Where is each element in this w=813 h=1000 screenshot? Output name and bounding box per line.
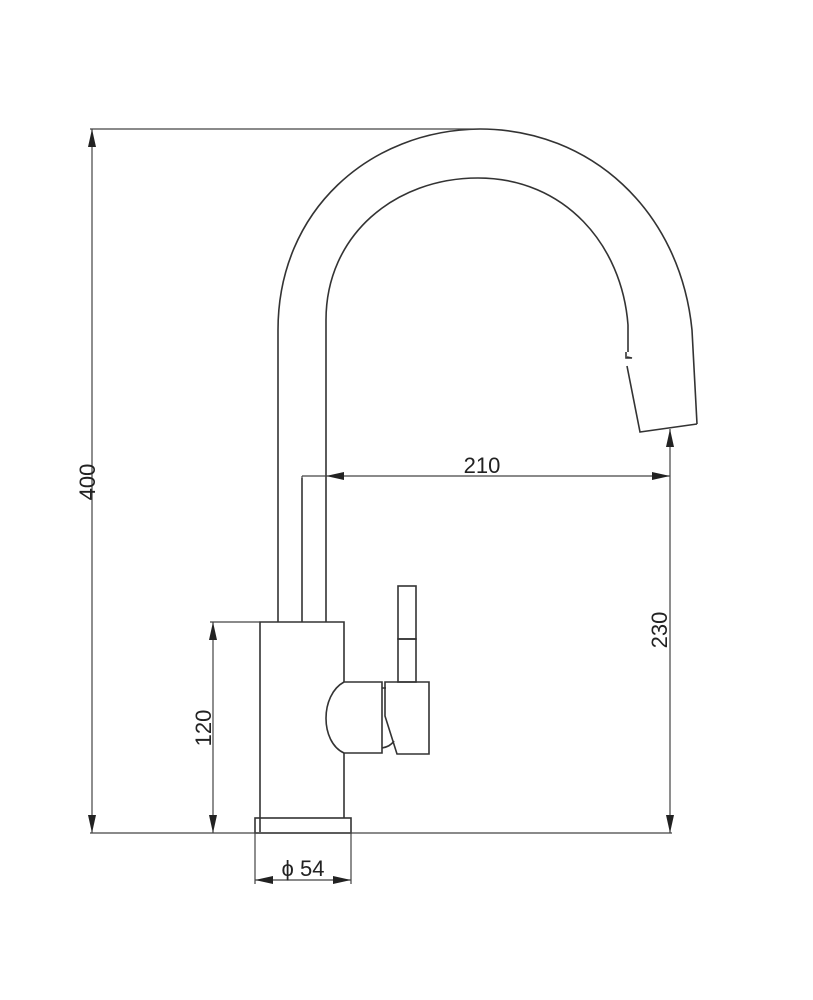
dimension-label-spout-reach: 210 [464, 453, 501, 478]
dimension-label-body-height: 120 [191, 710, 216, 747]
dimension-label-outlet-height: 230 [647, 612, 672, 649]
dimension-overall-height: 400 [75, 128, 480, 833]
faucet-spout [277, 128, 698, 622]
faucet-handle [325, 585, 430, 755]
dimension-outlet-height: 230 [647, 429, 674, 833]
dimension-label-base-diameter: ϕ 54 [282, 856, 325, 881]
dimension-label-overall-height: 400 [75, 464, 100, 501]
faucet-body [254, 621, 352, 834]
dimension-body-height: 120 [191, 621, 260, 833]
dimension-spout-reach: 210 [301, 453, 670, 490]
dimension-base-diameter: ϕ 54 [254, 833, 352, 884]
